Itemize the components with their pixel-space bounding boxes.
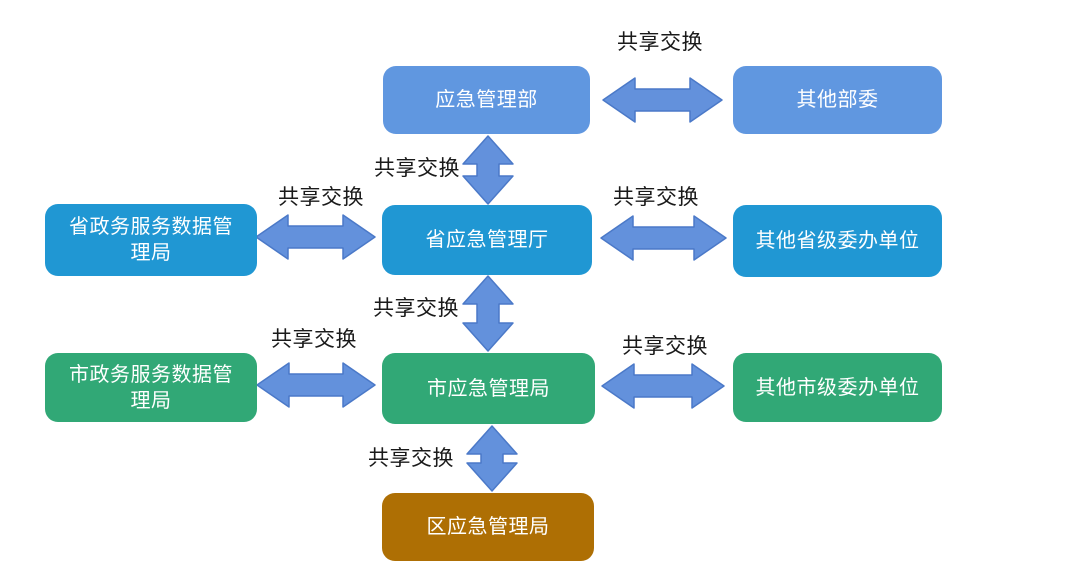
- node-label: 其他部委: [796, 89, 879, 111]
- node-city-data-admin: 市政务服务数据管 理局: [45, 353, 257, 422]
- arrow-province-data-province: [255, 214, 376, 260]
- arrow-city-others: [601, 363, 725, 409]
- edge-label-ministry-other-ministries: 共享交换: [617, 31, 703, 54]
- node-city-emergency: 市应急管理局: [382, 353, 595, 424]
- edge-label-province-others: 共享交换: [613, 186, 699, 209]
- node-label: 市应急管理局: [427, 377, 550, 400]
- arrow-city-district: [466, 425, 518, 492]
- arrow-city-data-city: [256, 362, 376, 408]
- edge-label-city-district: 共享交换: [368, 447, 454, 470]
- node-label: 其他省级委办单位: [755, 230, 920, 252]
- node-province-others: 其他省级委办单位: [733, 205, 942, 277]
- node-ministry-emergency: 应急管理部: [383, 66, 590, 134]
- arrow-ministry-province: [462, 135, 514, 205]
- edge-label-province-city: 共享交换: [373, 297, 459, 320]
- node-label: 省应急管理厅: [425, 229, 549, 251]
- arrow-ministry-other-ministries: [602, 77, 723, 123]
- node-district-emergency: 区应急管理局: [382, 493, 594, 561]
- node-province-emergency: 省应急管理厅: [382, 205, 592, 275]
- edge-label-province-data-province: 共享交换: [278, 186, 364, 209]
- node-other-ministries: 其他部委: [733, 66, 942, 134]
- node-label: 省政务服务数据管 理局: [69, 216, 233, 264]
- arrow-province-others: [600, 215, 727, 261]
- edge-label-city-data-city: 共享交换: [271, 328, 357, 351]
- arrow-province-city: [462, 275, 514, 352]
- node-province-data-admin: 省政务服务数据管 理局: [45, 204, 257, 276]
- node-label: 应急管理部: [435, 89, 538, 111]
- node-label: 区应急管理局: [426, 516, 550, 538]
- node-city-others: 其他市级委办单位: [733, 353, 942, 422]
- edge-label-city-others: 共享交换: [622, 335, 708, 358]
- node-label: 其他市级委办单位: [755, 376, 920, 399]
- edge-label-ministry-province: 共享交换: [374, 157, 460, 180]
- node-label: 市政务服务数据管 理局: [69, 363, 233, 412]
